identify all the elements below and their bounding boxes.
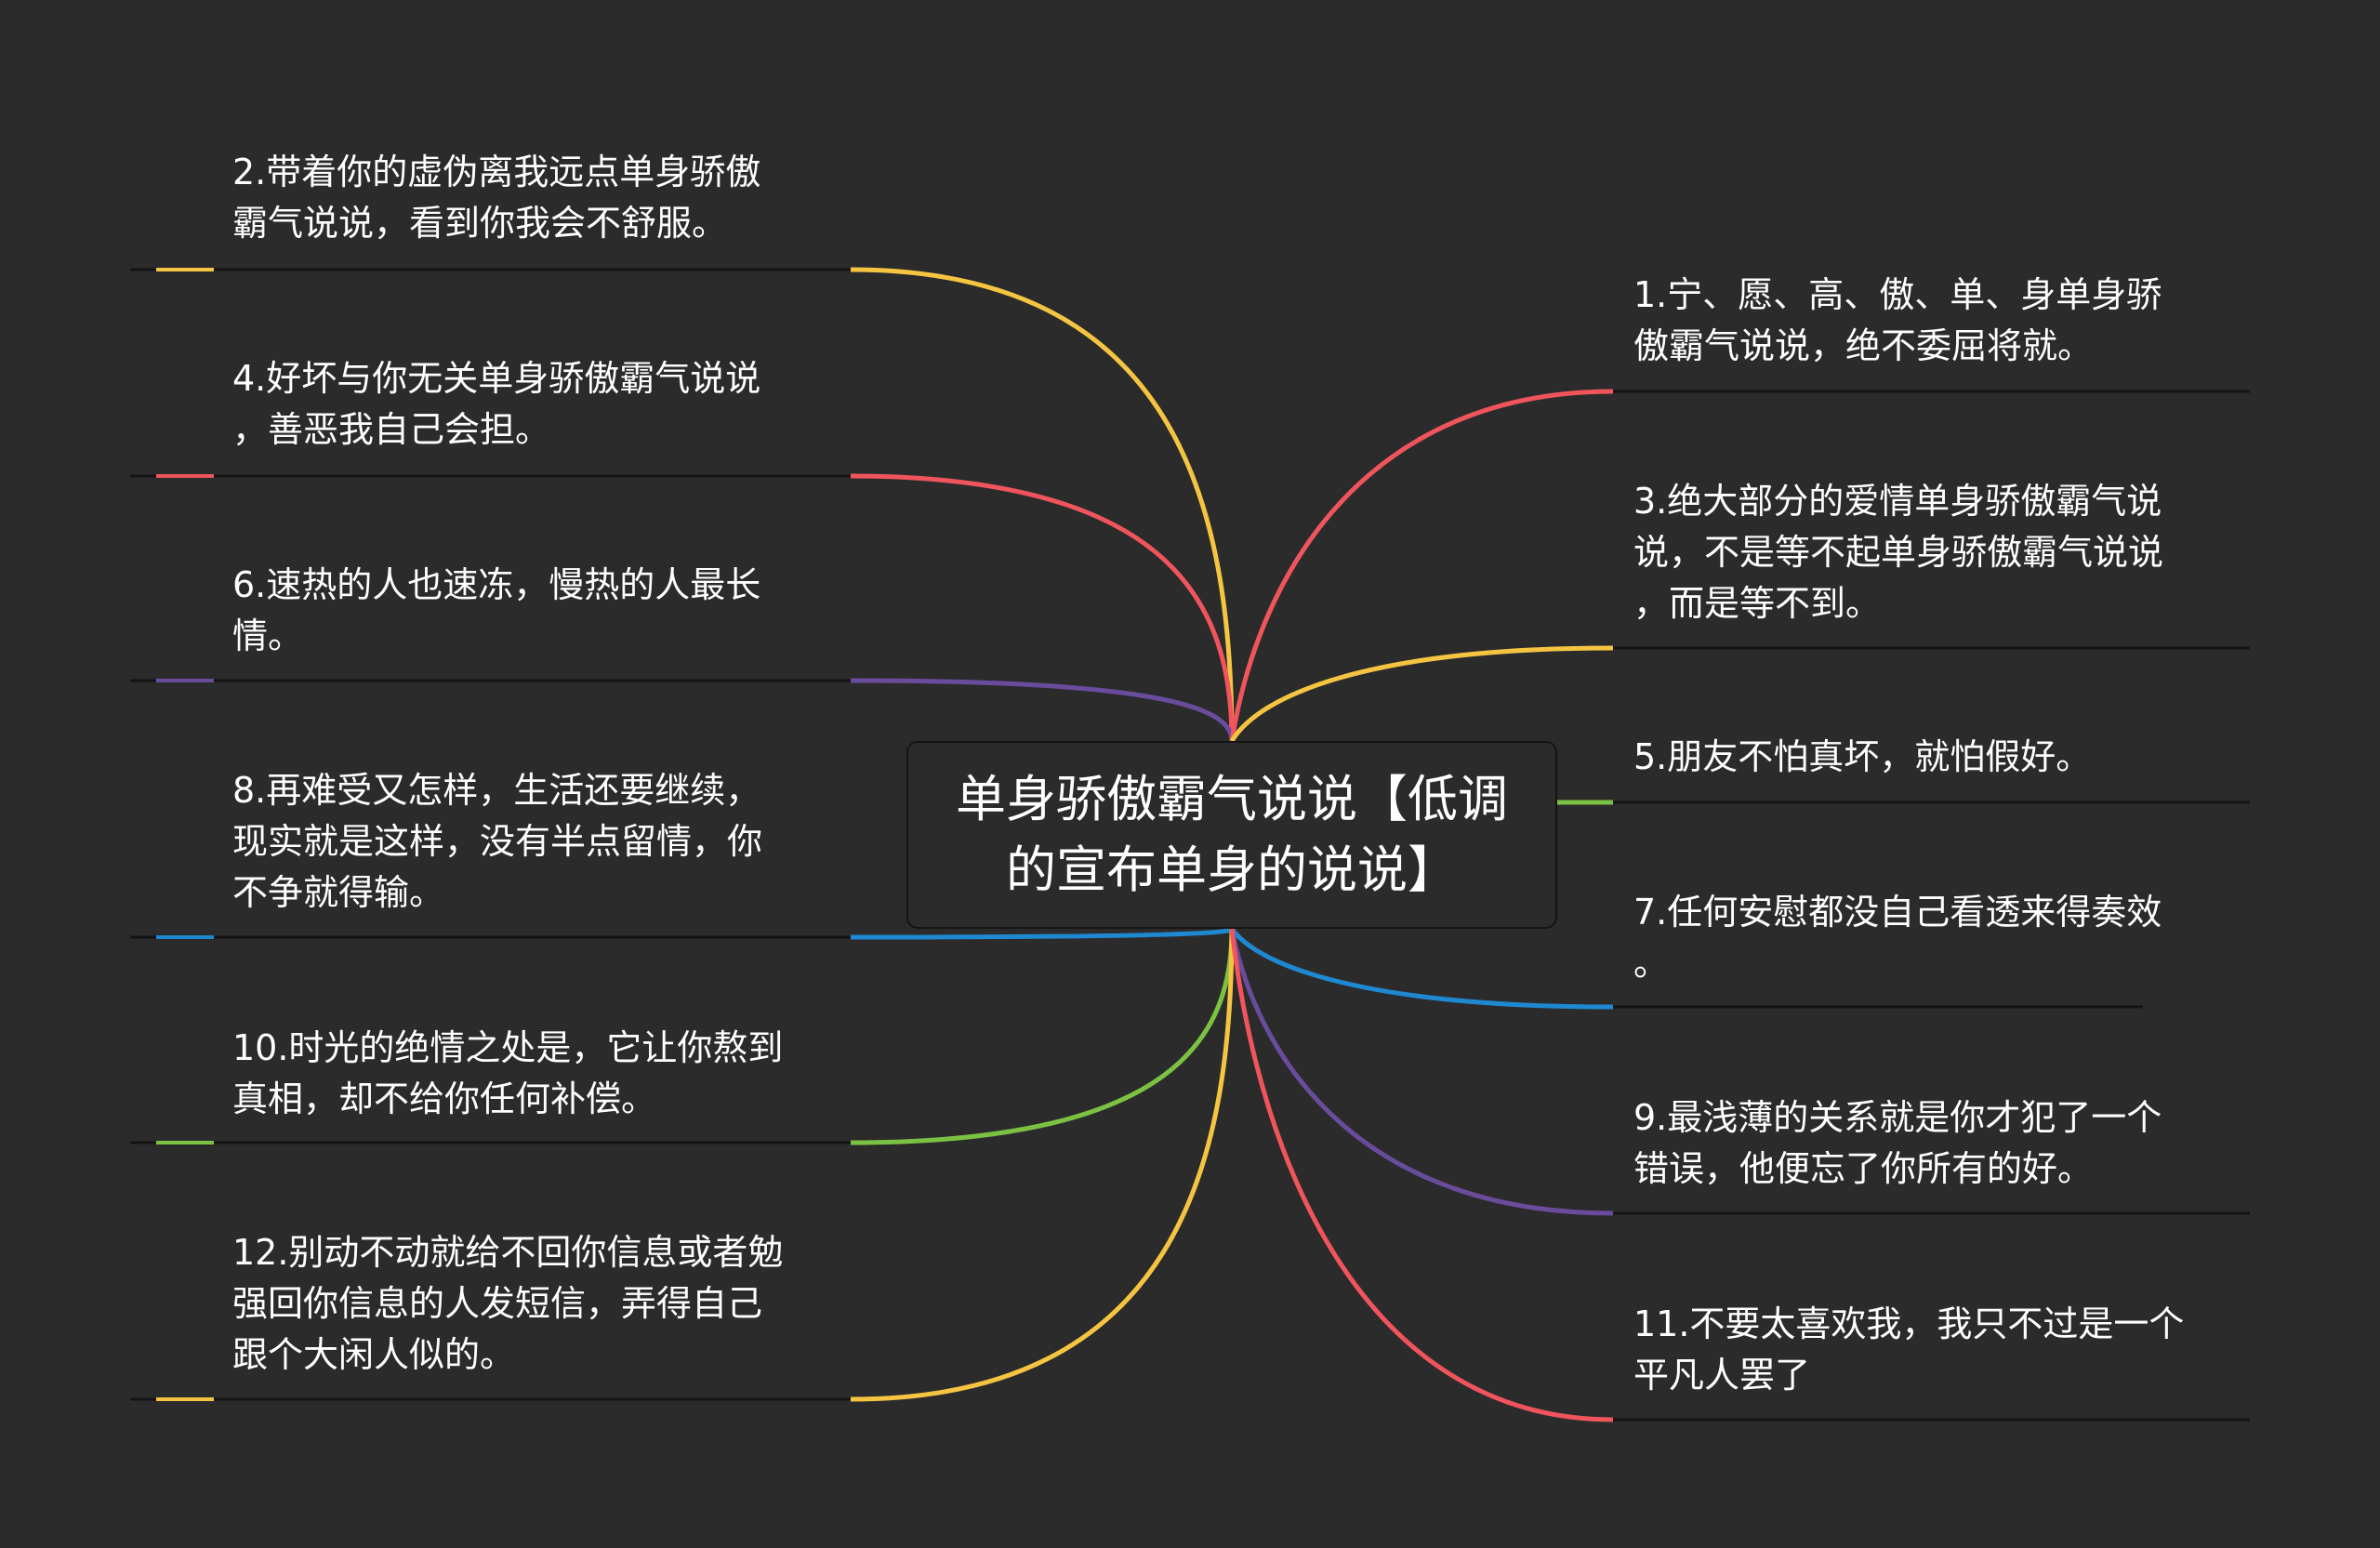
- left-connector-6: [850, 928, 1235, 1402]
- left-topic-5[interactable]: 10.时光的绝情之处是，它让你熬到 真相，却不给你任何补偿。: [232, 1027, 784, 1119]
- right-connector-4: [1229, 927, 1614, 1010]
- left-connector-3: [850, 678, 1235, 742]
- right-connector-6: [1229, 928, 1614, 1422]
- left-topic-6[interactable]: 12.别动不动就给不回你信息或者勉 强回你信息的人发短信，弄得自己 跟个大闲人似…: [232, 1232, 784, 1375]
- right-connector-1: [1229, 389, 1614, 742]
- left-connector-4: [850, 927, 1235, 940]
- right-topic-6[interactable]: 11.不要太喜欢我，我只不过是一个 平凡人罢了: [1633, 1303, 2185, 1396]
- left-topic-4[interactable]: 8.再难受又怎样，生活还要继续， 现实就是这样，没有半点留情，你 不争就得输。: [232, 770, 763, 913]
- right-topic-1[interactable]: 1.宁、愿、高、傲、单、身单身骄 傲霸气说说，绝不委屈将就。: [1633, 274, 2162, 366]
- root-topic[interactable]: 单身骄傲霸气说说【低调的宣布单身的说说】: [906, 741, 1557, 929]
- left-topic-1[interactable]: 2.带着你的虚伪离我远点单身骄傲 霸气说说，看到你我会不舒服。: [232, 152, 761, 244]
- right-topic-5[interactable]: 9.最浅薄的关系就是你才犯了一个 错误，他便忘了你所有的好。: [1633, 1097, 2162, 1189]
- right-connector-5: [1229, 928, 1614, 1216]
- right-topic-2[interactable]: 3.绝大部分的爱情单身骄傲霸气说 说，不是等不起单身骄傲霸气说说 ，而是等不到。: [1633, 481, 2164, 624]
- right-connector-2: [1229, 645, 1614, 743]
- left-connector-2: [850, 473, 1235, 742]
- left-connector-1: [850, 267, 1235, 742]
- left-topic-3[interactable]: 6.速热的人也速冻，慢热的人最长 情。: [232, 564, 761, 656]
- right-topic-3[interactable]: 5.朋友不怕真坏，就怕假好。: [1633, 736, 2092, 777]
- left-topic-2[interactable]: 4.好坏与你无关单身骄傲霸气说说 ，善恶我自己会担。: [232, 358, 761, 450]
- left-connector-5: [850, 928, 1235, 1145]
- right-topic-4[interactable]: 7.任何安慰都没自己看透来得奏效 。: [1633, 892, 2162, 984]
- root-topic-label: 单身骄傲霸气说说【低调的宣布单身的说说】: [956, 770, 1508, 899]
